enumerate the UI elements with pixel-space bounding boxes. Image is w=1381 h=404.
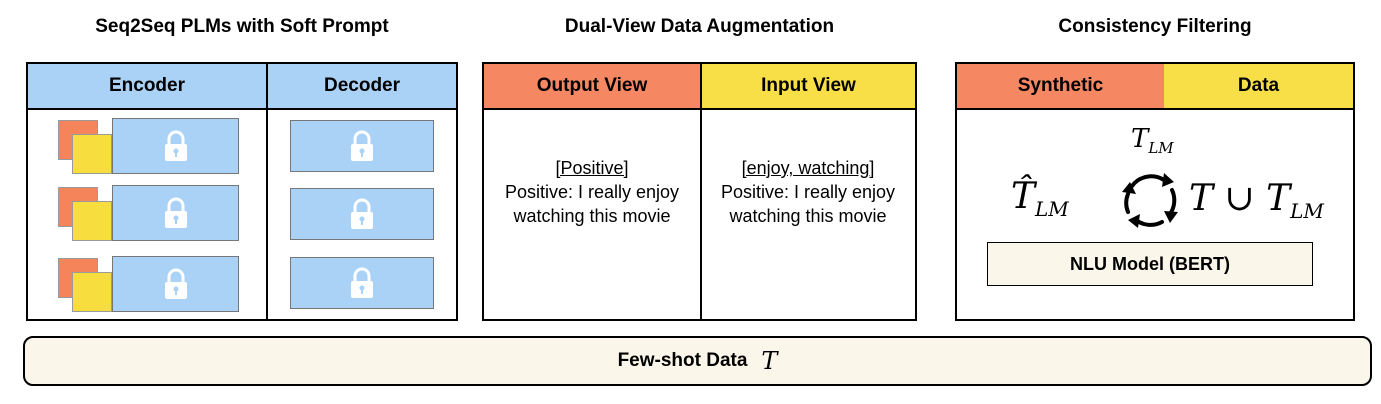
encoder-layer xyxy=(112,256,239,312)
input-view-prompt: [enjoy, watching] xyxy=(741,158,875,178)
plm-section-title: Seq2Seq PLMs with Soft Prompt xyxy=(95,16,389,37)
soft-prompt-square xyxy=(72,272,112,312)
data-header: Data xyxy=(1164,64,1353,110)
encoder-layer xyxy=(112,185,239,241)
combined-data-expression: T ∪ TLM xyxy=(1189,178,1324,224)
decoder-layer xyxy=(290,188,434,240)
soft-prompt-square xyxy=(72,201,112,241)
decoder-layer xyxy=(290,257,434,309)
filtering-panel: Synthetic Data TLM T̂LM T ∪ TLM NLU Mode… xyxy=(955,62,1355,321)
few-shot-data-symbol: T xyxy=(761,347,778,375)
few-shot-data-label: Few-shot Data xyxy=(617,350,748,371)
encoder-layer xyxy=(112,118,239,174)
lock-icon xyxy=(351,267,373,298)
lock-icon xyxy=(164,268,187,299)
cycle-icon xyxy=(1122,173,1178,228)
input-view-text: Positive: I really enjoy watching this m… xyxy=(720,182,896,226)
output-view-text: Positive: I really enjoy watching this m… xyxy=(504,182,680,226)
encoder-header: Encoder xyxy=(28,64,266,110)
few-shot-data-bar: Few-shot Data T xyxy=(23,336,1372,386)
filtered-lm-data-symbol: T̂LM xyxy=(1011,176,1069,222)
augmentation-section-title: Dual-View Data Augmentation xyxy=(564,16,835,37)
output-view-example: [Positive] Positive: I really enjoy watc… xyxy=(492,156,692,228)
soft-prompt-square xyxy=(72,134,112,174)
input-view-example: [enjoy, watching] Positive: I really enj… xyxy=(710,156,906,228)
output-view-prompt: [Positive] xyxy=(555,158,629,178)
view-divider xyxy=(700,64,702,319)
nlu-model-box: NLU Model (BERT) xyxy=(987,242,1313,286)
synthetic-header: Synthetic xyxy=(957,64,1164,110)
decoder-layer xyxy=(290,120,434,172)
filtering-section-title: Consistency Filtering xyxy=(1058,16,1252,37)
lm-data-symbol: TLM xyxy=(1131,124,1174,158)
lock-icon xyxy=(351,130,373,161)
lock-icon xyxy=(164,197,187,228)
output-view-header: Output View xyxy=(484,64,700,110)
encoder-decoder-divider xyxy=(266,64,268,319)
decoder-header: Decoder xyxy=(268,64,456,110)
lock-icon xyxy=(351,198,373,229)
plm-panel: Encoder Decoder xyxy=(26,62,458,321)
input-view-header: Input View xyxy=(702,64,915,110)
nlu-model-label: NLU Model (BERT) xyxy=(1070,253,1230,274)
augmentation-panel: Output View Input View [Positive] Positi… xyxy=(482,62,917,321)
lock-icon xyxy=(164,130,187,161)
